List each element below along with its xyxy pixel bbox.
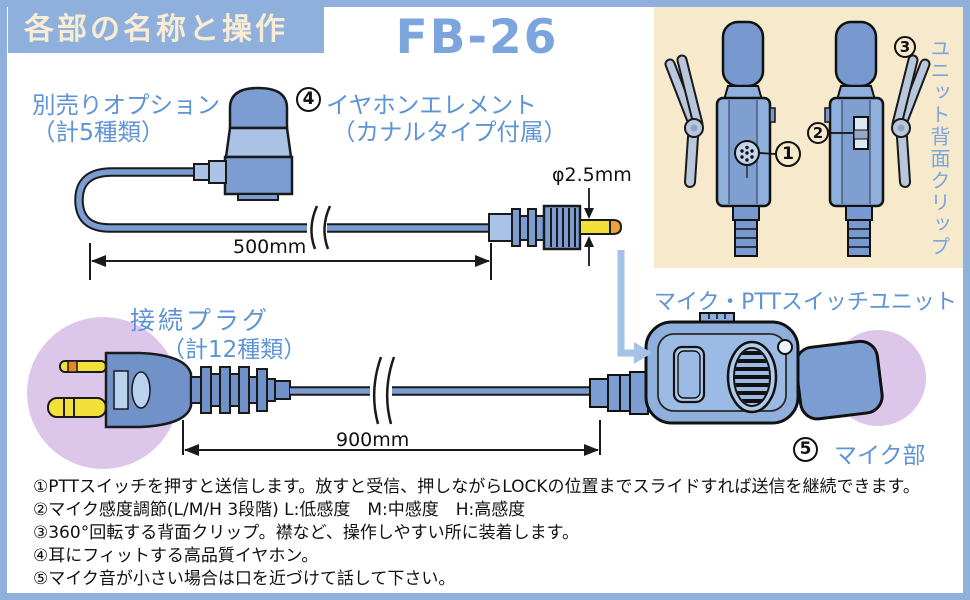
circled-number-4: 4	[296, 87, 321, 112]
circled-number-2: 2	[807, 122, 829, 144]
mic-part-label: マイク部	[834, 443, 926, 469]
connector-plug-sub-label: （計12種類）	[162, 337, 307, 363]
dimension-900	[182, 420, 601, 456]
clip-views-illustration	[664, 20, 931, 257]
rear-clip-vertical-label: ユニット背面クリップ	[927, 38, 951, 258]
earphone-element-label: イヤホンエレメント	[326, 91, 537, 119]
earphone-illustration	[74, 86, 623, 266]
earphone-element-sub-label: （カナルタイプ付属）	[332, 118, 567, 146]
circled-number-5: 5	[793, 437, 818, 462]
option-sub-label: （計5種類）	[32, 118, 165, 146]
model-title: FB-26	[395, 10, 559, 65]
note-line: ②マイク感度調節(L/M/H 3段階) L:低感度 M:中感度 H:高感度	[33, 500, 526, 520]
circled-number-3: 3	[894, 36, 916, 58]
connector-plug-illustration	[27, 317, 594, 469]
circled-number-1: 1	[775, 141, 801, 167]
cable-length-500-label: 500mm	[233, 236, 307, 258]
cable-length-900-label: 900mm	[336, 429, 410, 451]
note-line: ⑤マイク音が小さい場合は口を近づけて話して下さい。	[33, 569, 456, 589]
note-line: ①PTTスイッチを押すと送信します。放すと受信、押しながらLOCKの位置までスラ…	[33, 477, 920, 497]
connector-plug-label: 接続プラグ	[130, 306, 271, 335]
option-label: 別売りオプション	[32, 91, 220, 119]
section-header-badge: 各部の名称と操作	[8, 6, 324, 53]
note-line: ④耳にフィットする高品質イヤホン。	[33, 546, 319, 566]
dimension-500	[89, 243, 492, 280]
operation-notes: ①PTTスイッチを押すと送信します。放すと受信、押しながらLOCKの位置までスラ…	[33, 476, 953, 591]
mic-unit-label: マイク・PTTスイッチユニット	[654, 290, 957, 315]
mic-unit-illustration	[589, 250, 926, 426]
note-line: ③360°回転する背面クリップ。襟など、操作しやすい所に装着します。	[33, 523, 579, 543]
plug-diameter-label: φ2.5mm	[552, 164, 632, 186]
